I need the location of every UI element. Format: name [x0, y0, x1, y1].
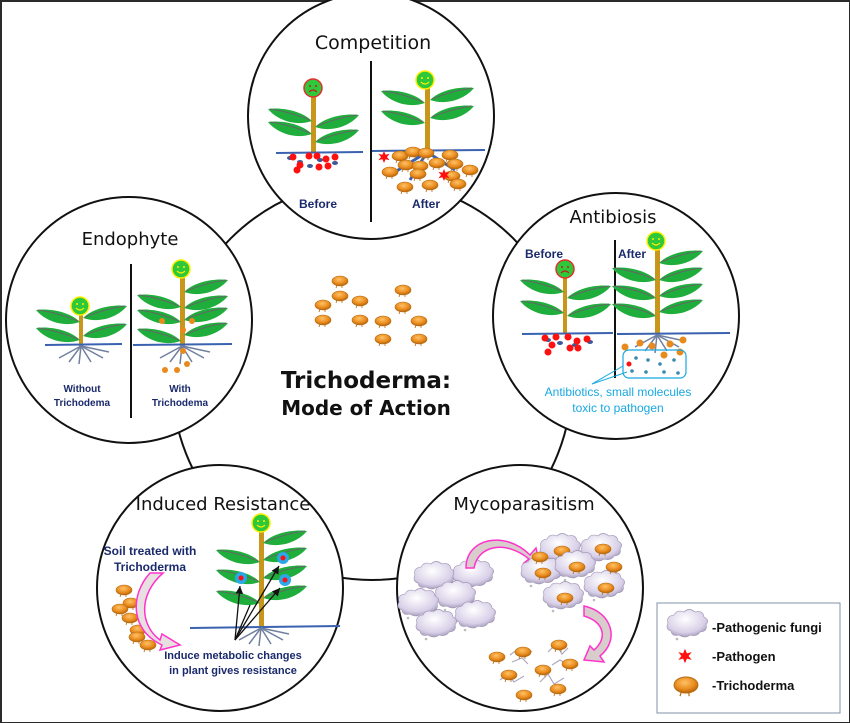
- antibiotics-zone: [622, 349, 687, 379]
- legend-item: -Trichoderma: [673, 676, 795, 697]
- happy-plant: [371, 70, 486, 195]
- panel-competition: Competition Before: [247, 0, 495, 240]
- antibiosis-before-label: Before: [525, 247, 563, 261]
- sad-plant: [519, 259, 614, 356]
- with-label-line2: Trichodema: [152, 398, 209, 409]
- resistant-plant: [189, 513, 341, 647]
- effect-note-line2: in plant gives resistance: [169, 665, 297, 677]
- competition-before-label: Before: [299, 197, 337, 211]
- induced-resistance-title: Induced Resistance: [136, 494, 311, 515]
- soil-note-line1: Soil treated with: [104, 544, 197, 558]
- center-trichoderma-cluster: [314, 275, 428, 347]
- panel-mycoparasitism: Mycoparasitism: [396, 464, 644, 712]
- without-label-line2: Trichodema: [54, 398, 111, 409]
- legend-label: -Pathogen: [712, 649, 776, 664]
- sad-plant: [267, 78, 364, 174]
- endophyte-title: Endophyte: [82, 229, 179, 250]
- center-title-line2: Mode of Action: [281, 396, 451, 420]
- soil-note-line2: Trichoderma: [114, 560, 186, 574]
- sad-face-icon: [303, 78, 323, 98]
- small-plant: [35, 296, 128, 365]
- legend-label: -Trichoderma: [712, 678, 795, 693]
- competition-after-label: After: [412, 197, 440, 211]
- mycoparasitism-title: Mycoparasitism: [453, 494, 594, 515]
- with-label-line1: With: [169, 384, 191, 395]
- without-label-line1: Without: [63, 384, 101, 395]
- pathogen-icon: [289, 153, 297, 161]
- competition-title: Competition: [315, 32, 431, 54]
- antibiosis-after-label: After: [618, 247, 646, 261]
- legend-item: -Pathogen: [678, 648, 776, 664]
- panel-antibiosis: Antibiosis Before After: [492, 192, 740, 440]
- effect-note-line1: Induce metabolic changes: [164, 650, 302, 662]
- parasitism-arrow-2: [582, 605, 612, 663]
- antibiotics-note-line2: toxic to pathogen: [572, 401, 663, 415]
- treatment-arrow: [135, 572, 182, 652]
- large-plant: [132, 259, 233, 373]
- legend-item: -Pathogenic fungi: [666, 609, 822, 641]
- antibiotics-note-line1: Antibiotics, small molecules: [545, 385, 692, 399]
- happy-plant: [591, 231, 731, 385]
- legend: -Pathogenic fungi -Pathogen -Trichoderma: [656, 602, 841, 714]
- panel-endophyte: Endophyte Without Trichodema With Tricho…: [5, 196, 253, 444]
- destroyed-fungi: [488, 639, 579, 703]
- legend-label: -Pathogenic fungi: [712, 620, 822, 635]
- happy-face-icon: [415, 70, 435, 90]
- panel-induced-resistance: Induced Resistance Soil treated with Tri…: [96, 464, 344, 712]
- center-title-line1: Trichoderma:: [281, 368, 451, 394]
- antibiosis-title: Antibiosis: [570, 207, 657, 228]
